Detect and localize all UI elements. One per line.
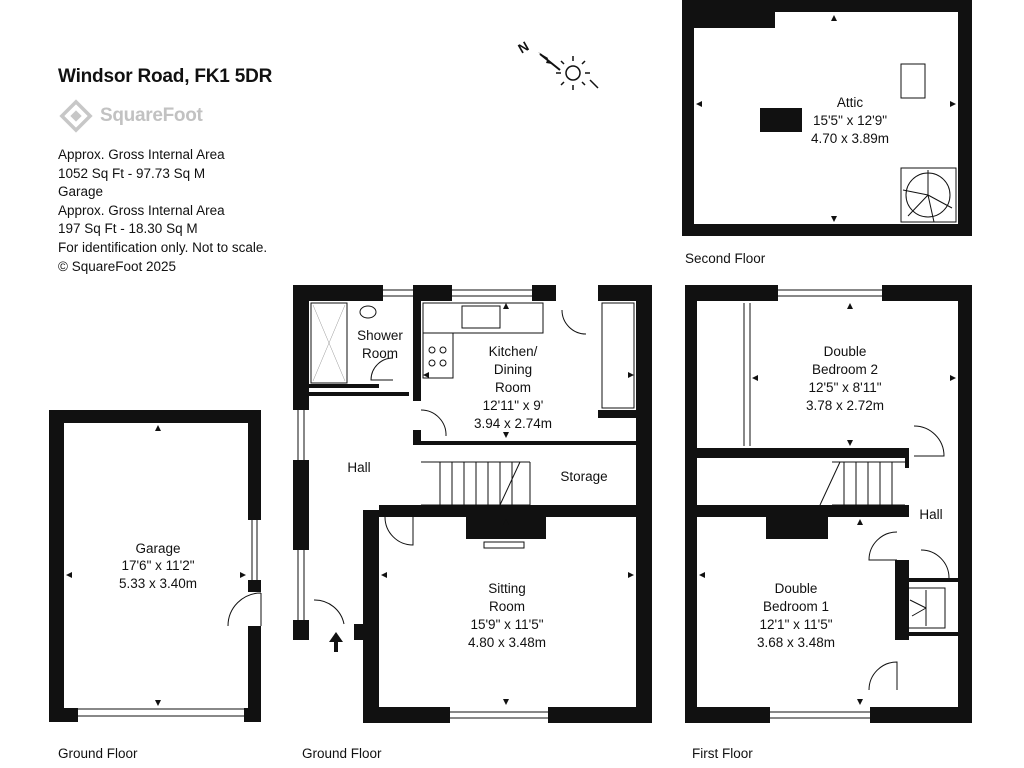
logo-text: SquareFoot [100, 105, 203, 126]
svg-text:12'1" x 11'5": 12'1" x 11'5" [759, 617, 832, 632]
info-line: For identification only. Not to scale. [58, 239, 268, 255]
room-label-kitchen-dining: Kitchen/ Dining Room 12'11" x 9' 3.94 x … [474, 344, 552, 431]
address-title: Windsor Road, FK1 5DR [58, 66, 273, 87]
second-floor-plan [682, 0, 972, 236]
svg-text:Shower: Shower [357, 328, 403, 343]
svg-text:Room: Room [489, 599, 525, 614]
property-info: Windsor Road, FK1 5DR SquareFoot Approx.… [58, 66, 308, 276]
floor-label-first: First Floor [692, 746, 753, 761]
svg-text:3.68 x 3.48m: 3.68 x 3.48m [757, 635, 835, 650]
squarefoot-logo: SquareFoot [58, 98, 308, 134]
svg-text:4.70 x 3.89m: 4.70 x 3.89m [811, 131, 889, 146]
svg-text:3.78 x 2.72m: 3.78 x 2.72m [806, 398, 884, 413]
svg-text:3.94 x 2.74m: 3.94 x 2.74m [474, 416, 552, 431]
svg-text:Attic: Attic [837, 95, 864, 110]
floor-label-second: Second Floor [685, 251, 766, 266]
svg-text:12'5" x 8'11": 12'5" x 8'11" [808, 380, 881, 395]
compass-icon: N [515, 39, 599, 90]
room-label-garage: Garage 17'6" x 11'2" 5.33 x 3.40m [119, 541, 197, 591]
spiral-stair-icon [900, 167, 957, 223]
svg-text:Dining: Dining [494, 362, 532, 377]
svg-text:4.80 x 3.48m: 4.80 x 3.48m [468, 635, 546, 650]
room-label-attic: Attic 15'5" x 12'9" 4.70 x 3.89m [811, 95, 889, 146]
svg-text:Kitchen/: Kitchen/ [489, 344, 538, 359]
room-label-sitting-room: Sitting Room 15'9" x 11'5" 4.80 x 3.48m [468, 581, 546, 650]
info-line: © SquareFoot 2025 [58, 258, 177, 274]
svg-text:Hall: Hall [347, 460, 370, 475]
svg-text:Bedroom 1: Bedroom 1 [763, 599, 829, 614]
svg-text:Storage: Storage [560, 469, 607, 484]
info-line: 197 Sq Ft - 18.30 Sq M [58, 221, 198, 237]
ground-floor-plan [293, 285, 652, 723]
floor-label-garage: Ground Floor [58, 746, 138, 761]
svg-text:15'5" x 12'9": 15'5" x 12'9" [813, 113, 887, 128]
first-floor-plan [685, 285, 972, 723]
room-label-hall-first: Hall [919, 507, 942, 522]
svg-text:Double: Double [824, 344, 867, 359]
sun-icon [556, 56, 599, 90]
svg-text:5.33 x 3.40m: 5.33 x 3.40m [119, 576, 197, 591]
svg-text:Hall: Hall [919, 507, 942, 522]
svg-text:17'6" x 11'2": 17'6" x 11'2" [121, 558, 194, 573]
svg-text:Double: Double [775, 581, 818, 596]
room-label-bedroom-2: Double Bedroom 2 12'5" x 8'11" 3.78 x 2.… [806, 344, 884, 413]
area-info: Approx. Gross Internal Area 1052 Sq Ft -… [58, 146, 308, 276]
room-label-storage: Storage [560, 469, 607, 484]
room-label-hall-ground: Hall [347, 460, 370, 475]
svg-text:Room: Room [362, 346, 398, 361]
info-line: 1052 Sq Ft - 97.73 Sq M [58, 165, 206, 181]
room-label-bedroom-1: Double Bedroom 1 12'1" x 11'5" 3.68 x 3.… [757, 581, 835, 650]
spiral-stair-icon [906, 587, 946, 629]
svg-text:Garage: Garage [135, 541, 180, 556]
svg-text:Bedroom 2: Bedroom 2 [812, 362, 878, 377]
compass-north-label: N [515, 39, 531, 57]
info-line: Approx. Gross Internal Area [58, 147, 225, 162]
svg-text:12'11" x 9': 12'11" x 9' [483, 398, 544, 413]
info-line: Approx. Gross Internal Area [58, 202, 225, 218]
info-line: Garage [58, 184, 104, 200]
floor-label-ground: Ground Floor [302, 746, 382, 761]
room-label-shower-room: Shower Room [357, 328, 403, 361]
squarefoot-logo-icon [59, 99, 93, 133]
svg-text:Room: Room [495, 380, 531, 395]
svg-text:15'9" x 11'5": 15'9" x 11'5" [470, 617, 543, 632]
garage-plan [49, 410, 262, 723]
svg-text:Sitting: Sitting [488, 581, 526, 596]
